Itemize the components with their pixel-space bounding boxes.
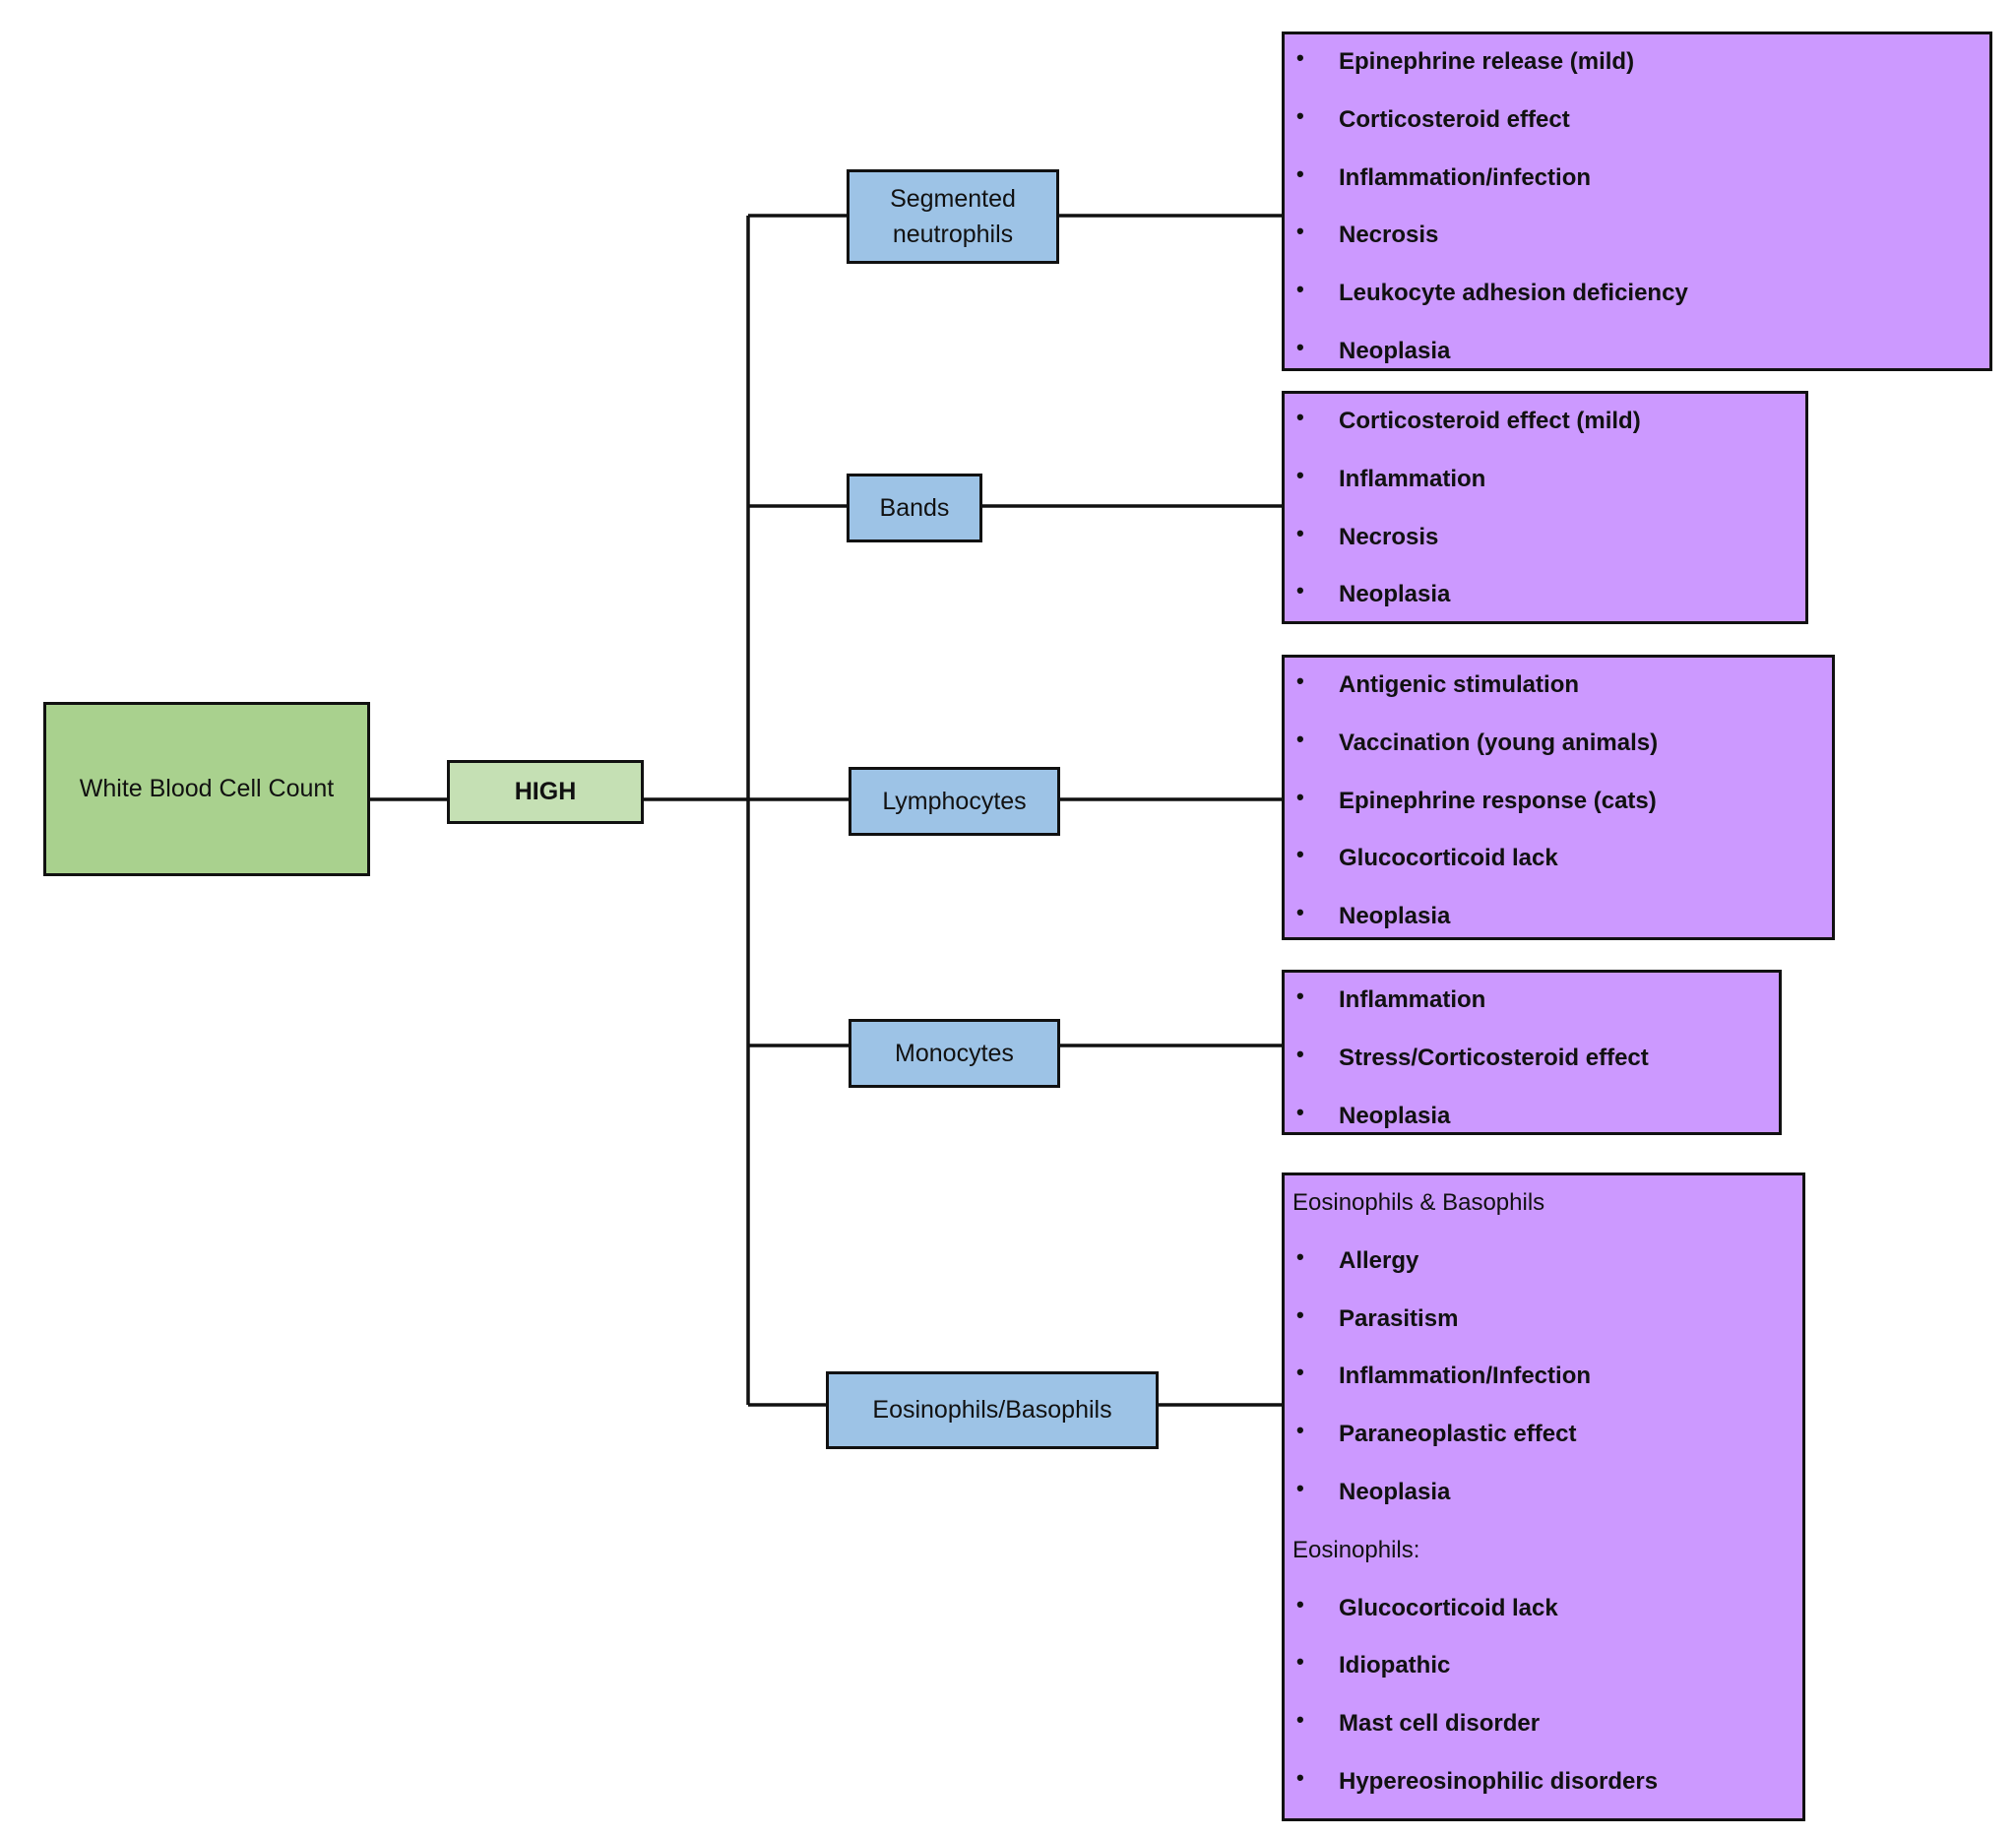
cause-item: Corticosteroid effect (mild) (1292, 398, 1796, 460)
cause-item: Neoplasia (1292, 1469, 1793, 1531)
cell-type-node-lymphocytes: Lymphocytes (849, 767, 1060, 836)
causes-list: Antigenic stimulationVaccination (young … (1292, 662, 1822, 937)
cause-item: Allergy (1292, 1237, 1793, 1299)
cause-item: Hypereosinophilic disorders (1292, 1758, 1793, 1818)
cell-type-label-line: Monocytes (895, 1039, 1014, 1067)
cause-item: Epinephrine response (cats) (1292, 778, 1822, 840)
cause-item-text: Leukocyte adhesion deficiency (1339, 280, 1688, 307)
cause-item: Antigenic stimulation (1292, 662, 1822, 724)
cause-item-text: Inflammation/infection (1339, 163, 1592, 191)
level-node-label: HIGH (514, 778, 577, 805)
cause-item: Paraneoplastic effect (1292, 1411, 1793, 1473)
cause-item-text: Allergy (1339, 1246, 1419, 1274)
causes-list: Corticosteroid effect (mild) Inflammation… (1292, 398, 1796, 621)
cause-item-text: Corticosteroid effect (mild) (1339, 408, 1641, 434)
cell-type-label: Bands (880, 490, 950, 526)
cause-item-text: Neoplasia (1339, 1102, 1451, 1129)
cause-item-text: Neoplasia (1339, 581, 1451, 608)
cause-item-text: Antigenic stimulation (1339, 671, 1580, 698)
root-node-label: White Blood Cell Count (79, 775, 335, 802)
cause-item-text: Epinephrine release (mild) (1339, 48, 1635, 75)
cause-item: Parasitism (1292, 1296, 1793, 1358)
cause-item-text: Epinephrine response (cats) (1339, 787, 1657, 814)
cell-type-label-line: Bands (879, 493, 950, 522)
cause-item: Inflammation (1292, 977, 1769, 1039)
cause-item-text: Neoplasia (1339, 337, 1451, 364)
cause-item: Epinephrine release (mild) (1292, 38, 1980, 100)
cause-item: Glucocorticoid lack (1292, 835, 1822, 897)
cause-item: Inflammation/infection (1292, 155, 1980, 217)
cell-type-node-segmented-neutrophils: Segmented neutrophils (847, 169, 1059, 264)
cause-item-text: Mast cell disorder (1339, 1710, 1541, 1738)
cause-item: Mast cell disorder (1292, 1700, 1793, 1762)
cause-item: Neoplasia (1292, 893, 1822, 937)
causes-group-heading: Eosinophils: (1292, 1536, 1420, 1563)
cause-item-text: Stress/Corticosteroid effect (1339, 1044, 1649, 1071)
causes-box-lymphocytes: Antigenic stimulationVaccination (young … (1282, 655, 1835, 940)
cause-item: Idiopathic (1292, 1642, 1793, 1704)
cause-item: Necrosis (1292, 212, 1980, 274)
cause-item: Leukocyte adhesion deficiency (1292, 270, 1980, 332)
causes-box-eosinophils-basophils: Eosinophils & BasophilsAllergyParasitism… (1282, 1173, 1805, 1821)
cell-type-label-line: Eosinophils/Basophils (872, 1396, 1112, 1425)
cause-item: Neoplasia (1292, 328, 1980, 368)
causes-box-segmented-neutrophils: Epinephrine release (mild) Corticosteroid… (1282, 32, 1992, 371)
cause-item-text: Paraneoplastic effect (1339, 1421, 1577, 1448)
cause-item-text: Parasitism (1339, 1304, 1459, 1332)
root-node-white-blood-cell-count: White Blood Cell Count (43, 702, 370, 876)
cause-item-text: Vaccination (young animals) (1339, 729, 1659, 756)
cause-item-text: Inflammation (1339, 465, 1486, 492)
causes-list: InflammationStress/Corticosteroid effect… (1292, 977, 1769, 1132)
cause-item-text: Inflammation (1339, 986, 1486, 1013)
cause-item-text: Neoplasia (1339, 903, 1451, 930)
causes-list: Epinephrine release (mild) Corticosteroid… (1292, 38, 1980, 368)
cell-type-label-line: Segmented (890, 184, 1016, 213)
cause-item: Vaccination (young animals) (1292, 720, 1822, 782)
cause-item-text: Necrosis (1339, 523, 1439, 550)
cause-item: Stress/Corticosteroid effect (1292, 1035, 1769, 1097)
cause-item-text: Necrosis (1339, 222, 1439, 249)
cell-type-label: Monocytes (895, 1036, 1014, 1071)
causes-list: AllergyParasitismInflammation/InfectionP… (1292, 1237, 1793, 1531)
cause-item-text: Inflammation/Infection (1339, 1363, 1592, 1390)
causes-list: Glucocorticoid lackIdiopathicMast cell d… (1292, 1585, 1793, 1818)
cause-item-text: Glucocorticoid lack (1339, 1594, 1558, 1621)
level-node-high: HIGH (447, 760, 644, 824)
causes-box-bands: Corticosteroid effect (mild) Inflammation… (1282, 391, 1808, 624)
cell-type-node-bands: Bands (847, 474, 982, 542)
cause-item: Corticosteroid effect (1292, 96, 1980, 158)
cause-item: Glucocorticoid lack (1292, 1585, 1793, 1647)
cell-type-label: Eosinophils/Basophils (872, 1392, 1111, 1427)
cause-item-text: Hypereosinophilic disorders (1339, 1767, 1659, 1795)
cause-item: Inflammation/Infection (1292, 1353, 1793, 1415)
cause-item: Neoplasia (1292, 1093, 1769, 1132)
cell-type-label-line: neutrophils (892, 221, 1014, 248)
cause-item: Neoplasia (1292, 571, 1796, 621)
causes-group-heading: Eosinophils & Basophils (1292, 1189, 1545, 1216)
cell-type-label-line: Lymphocytes (882, 787, 1027, 815)
cause-item: Necrosis (1292, 514, 1796, 576)
cause-item-text: Glucocorticoid lack (1339, 845, 1558, 872)
cause-item-text: Idiopathic (1339, 1652, 1451, 1680)
causes-box-monocytes: InflammationStress/Corticosteroid effect… (1282, 970, 1782, 1135)
cell-type-node-eosinophils-basophils: Eosinophils/Basophils (826, 1371, 1159, 1449)
cause-item-text: Neoplasia (1339, 1478, 1451, 1505)
cell-type-label: Segmented neutrophils (890, 181, 1016, 253)
cause-item: Inflammation (1292, 456, 1796, 518)
cause-item-text: Corticosteroid effect (1339, 105, 1570, 133)
cell-type-node-monocytes: Monocytes (849, 1019, 1060, 1088)
cell-type-label: Lymphocytes (882, 784, 1026, 819)
